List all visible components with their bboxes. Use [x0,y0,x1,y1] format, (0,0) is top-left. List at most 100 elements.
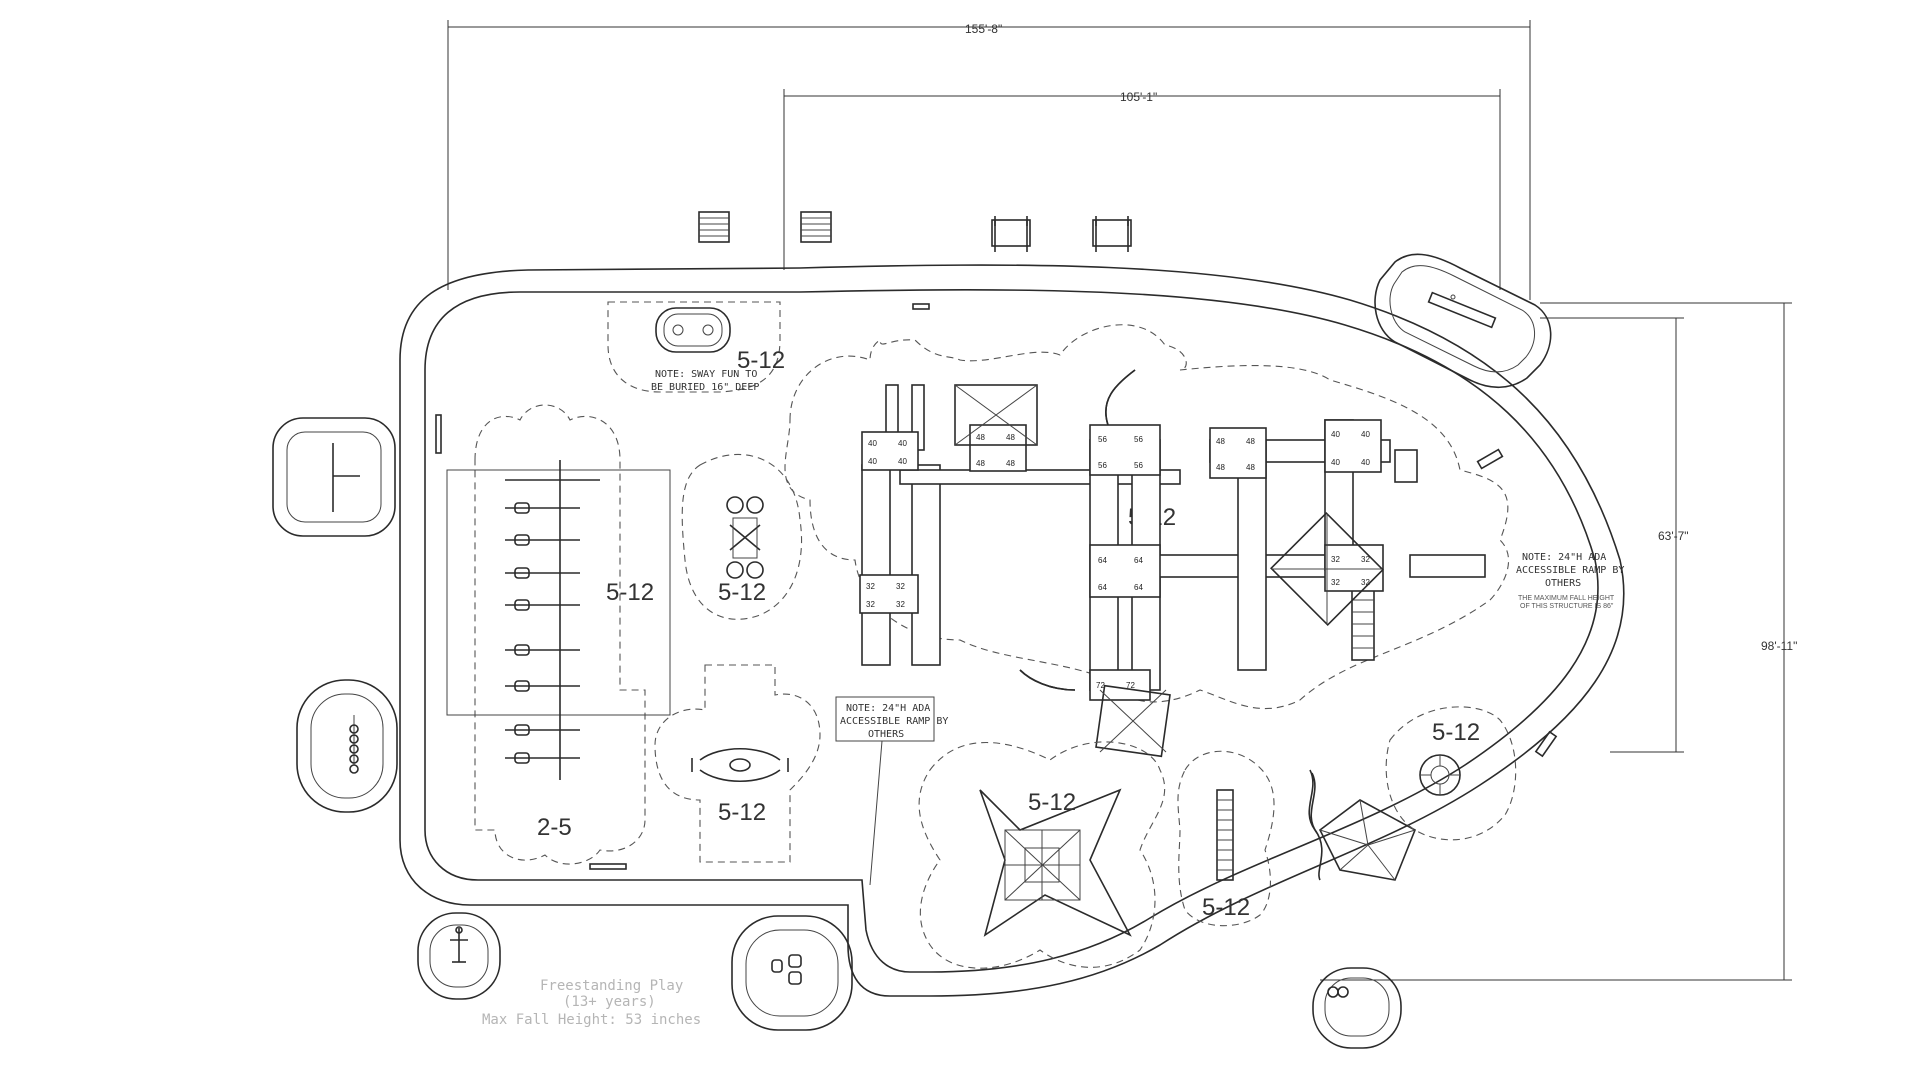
spin-zone-right: 5-12 [1385,706,1517,841]
svg-text:48: 48 [1246,463,1255,472]
shade-roof-right [1318,799,1417,881]
freestanding-pad-c [1312,967,1402,1049]
deck-mid-upper: 48 48 48 48 [969,424,1027,472]
ladder-zone: 5-12 [1177,750,1275,927]
fall-height-line1: THE MAXIMUM FALL HEIGHT [1518,595,1615,602]
svg-text:48: 48 [1006,433,1015,442]
zone-label-ladder: 5-12 [1202,894,1250,921]
bench-east-upper [1476,448,1504,470]
sway-fun-zone: 5-12 NOTE: SWAY FUN TO BE BURIED 16" DEE… [607,301,785,393]
ada-ramp-note-right: NOTE: 24"H ADA ACCESSIBLE RAMP BY OTHERS… [1516,552,1624,610]
steppers-pad-left [296,679,398,813]
freestanding-line1: Freestanding Play [540,978,683,994]
svg-text:48: 48 [1216,463,1225,472]
picnic-table-top-1 [991,216,1031,252]
bench-east-lower [1534,730,1558,758]
svg-text:64: 64 [1098,556,1107,565]
svg-text:72: 72 [1126,681,1135,690]
overall-width-label: 155'-8" [965,22,1002,36]
bench-top-left [698,211,730,243]
svg-text:48: 48 [976,433,985,442]
deck-east: 32 32 32 32 [1324,544,1384,592]
picnic-table-top-2 [1092,216,1132,252]
spinner-zone: 5-12 [681,454,803,620]
svg-text:40: 40 [1361,458,1370,467]
svg-text:56: 56 [1134,461,1143,470]
deck-far-right: 40 40 40 40 [1324,419,1382,473]
zone-label-spin-right: 5-12 [1432,719,1480,746]
swing-pad-left [272,417,396,537]
svg-text:40: 40 [1331,430,1340,439]
playground-boundary [399,264,1625,997]
roof-east [1270,512,1384,626]
deck-south: 72 72 [1089,669,1151,701]
zone-label-spinner: 5-12 [718,579,766,606]
svg-text:64: 64 [1134,583,1143,592]
top-width-label: 105'-1" [1120,90,1157,104]
ada-note-right-line2: ACCESSIBLE RAMP BY [1516,565,1624,576]
deck-right-upper: 48 48 48 48 [1209,427,1267,479]
svg-text:48: 48 [1006,459,1015,468]
svg-text:72: 72 [1096,681,1105,690]
dimension-right-height: 63'-7" [1540,317,1689,753]
ada-note-left-line1: NOTE: 24"H ADA [846,703,930,714]
svg-text:40: 40 [898,439,907,448]
zone-label-sway: 5-12 [737,347,785,374]
ada-note-left-line2: ACCESSIBLE RAMP BY [840,716,948,727]
svg-text:48: 48 [976,459,985,468]
net-climber-zone: 5-12 [918,741,1166,969]
deck-left-lower: 32 32 32 32 [859,574,919,614]
overall-height-label: 98'-11" [1761,639,1797,653]
roof-north [954,384,1038,446]
svg-text:48: 48 [1216,437,1225,446]
svg-text:56: 56 [1134,435,1143,444]
deck-left-upper: 40 40 40 40 [861,431,919,471]
svg-text:32: 32 [1361,578,1370,587]
ada-note-right-line3: OTHERS [1545,578,1581,589]
sway-note-line2: BE BURIED 16" DEEP [651,382,759,393]
svg-text:40: 40 [1361,430,1370,439]
ada-ramp-note-left: NOTE: 24"H ADA ACCESSIBLE RAMP BY OTHERS [835,696,948,886]
svg-text:48: 48 [1246,437,1255,446]
zone-label-left-small: 2-5 [537,814,572,841]
dimension-overall-width: 155'-8" [447,20,1531,300]
svg-text:40: 40 [868,457,877,466]
play-structure: 40 40 40 40 48 48 48 48 32 32 32 32 56 5… [859,369,1486,758]
fall-height-line2: OF THIS STRUCTURE IS 86" [1520,603,1614,610]
dimension-top-width: 105'-1" [783,89,1501,290]
ada-note-left-line3: OTHERS [868,729,904,740]
svg-text:32: 32 [1361,555,1370,564]
svg-text:32: 32 [896,582,905,591]
freestanding-line2: (13+ years) [563,994,656,1010]
zone-label-seesaw: 5-12 [718,799,766,826]
zone-label-net: 5-12 [1028,789,1076,816]
freestanding-pad-b [731,915,853,1031]
zone-label-left-big: 5-12 [606,579,654,606]
svg-text:32: 32 [896,600,905,609]
svg-text:32: 32 [1331,578,1340,587]
right-height-label: 63'-7" [1658,529,1689,543]
ada-note-right-line1: NOTE: 24"H ADA [1522,552,1606,563]
bench-pad-top-right [1374,253,1552,389]
seesaw-zone: 5-12 [654,664,821,863]
bench-top-center [800,211,832,243]
sway-note-line1: NOTE: SWAY FUN TO [655,369,757,380]
freestanding-pad-a [417,912,501,1000]
svg-text:40: 40 [1331,458,1340,467]
svg-text:40: 40 [898,457,907,466]
deck-tower: 56 56 56 56 [1089,424,1161,476]
dimension-overall-height: 98'-11" [1320,302,1797,981]
svg-text:32: 32 [1331,555,1340,564]
swing-bay-left: 5-12 2-5 [446,404,671,865]
svg-text:64: 64 [1098,583,1107,592]
svg-text:40: 40 [868,439,877,448]
svg-text:32: 32 [866,600,875,609]
svg-text:64: 64 [1134,556,1143,565]
bench-north [912,303,930,310]
bench-south-left [589,863,627,870]
chain-climber [1308,769,1323,881]
freestanding-note: Freestanding Play (13+ years) Max Fall H… [482,978,701,1028]
deck-center: 64 64 64 64 [1089,544,1161,598]
svg-text:56: 56 [1098,435,1107,444]
